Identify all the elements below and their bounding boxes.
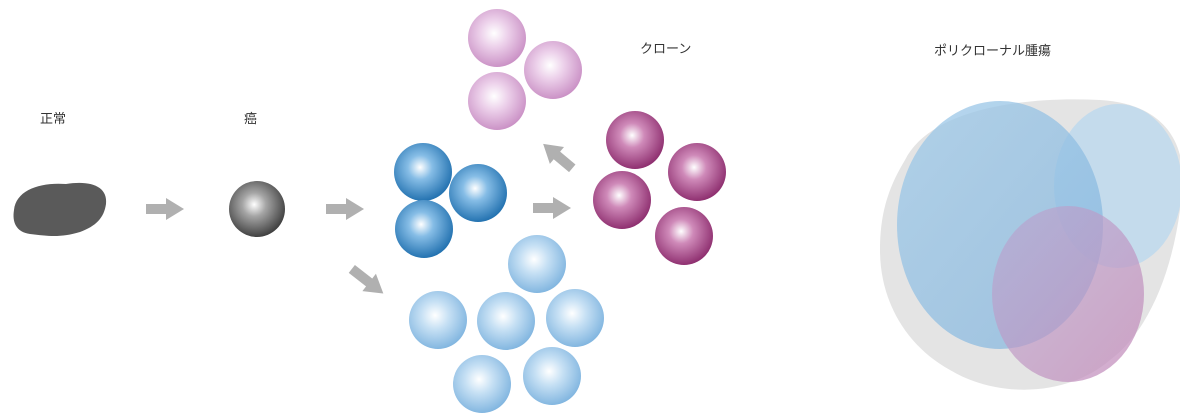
- light-blue-cell: [477, 292, 535, 350]
- tumor-purple-region: [992, 206, 1144, 382]
- light-blue-cell: [546, 289, 604, 347]
- polyclonal-tumor: [880, 99, 1180, 389]
- purple-cell: [593, 171, 651, 229]
- light-blue-cell: [523, 347, 581, 405]
- arrow-to-light-blue: [345, 260, 390, 302]
- normal-label: 正常: [40, 108, 66, 127]
- light-blue-cell: [453, 355, 511, 413]
- arrow-to-pink: [536, 135, 579, 176]
- cancer-label: 癌: [244, 108, 257, 127]
- light-blue-cell: [409, 291, 467, 349]
- pink-cell: [524, 41, 582, 99]
- blue-clone: [394, 143, 507, 258]
- purple-cell: [655, 207, 713, 265]
- polyclonal-tumor-label: ポリクローナル腫瘍: [934, 40, 1051, 59]
- purple-cell: [668, 143, 726, 201]
- arrow-blue-to-purple: [533, 197, 571, 219]
- blue-cell: [394, 143, 452, 201]
- arrow-cancer-to-blue: [326, 198, 364, 220]
- blue-cell: [449, 164, 507, 222]
- purple-cell: [606, 111, 664, 169]
- blue-cell: [395, 200, 453, 258]
- purple-clone: [593, 111, 726, 265]
- pink-cell: [468, 9, 526, 67]
- light-blue-cell: [508, 235, 566, 293]
- normal-tissue-shape: [14, 183, 107, 236]
- cancer-cell: [229, 181, 285, 237]
- clone-label: クローン: [640, 38, 691, 57]
- pink-clone: [468, 9, 582, 130]
- pink-cell: [468, 72, 526, 130]
- light-blue-clone: [409, 235, 604, 413]
- arrow-normal-to-cancer: [146, 198, 184, 220]
